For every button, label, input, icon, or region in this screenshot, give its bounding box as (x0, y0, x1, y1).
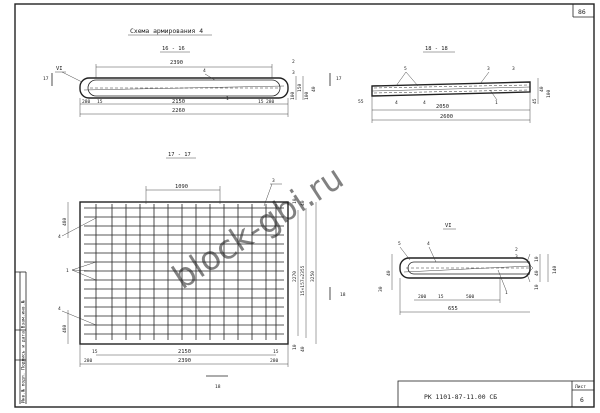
dim-VI-200: 200 (418, 294, 427, 300)
dim-17-2390: 2390 (178, 358, 191, 364)
callout-VI-2: 2 (515, 247, 518, 253)
callout-17-left: 17 (43, 76, 49, 82)
dim-17-3250: 3250 (310, 271, 316, 282)
callout-17-18-right: 18 (340, 292, 346, 298)
dim-17-15x157: 15×157=2355 (300, 265, 306, 296)
detail-VI-outline (399, 257, 531, 279)
sheet-label: Лист (575, 384, 586, 390)
dim-17-left-480-top: 480 (62, 217, 68, 226)
dim-17-1090: 1090 (175, 184, 188, 190)
title-block: РК 1101-87-11.00 СБ Лист 6 (397, 380, 595, 408)
dim-VI-10-top: 10 (534, 256, 540, 262)
dim-18-45: 45 (532, 98, 538, 104)
callout-18-3b: 3 (512, 66, 515, 72)
dim-16-h1: 100 (290, 91, 296, 100)
section-18-title: 18 - 18 (425, 46, 448, 52)
dim-VI-30: 30 (378, 286, 384, 292)
callout-17-3: 3 (272, 178, 275, 184)
dim-VI-10-bottom: 10 (534, 284, 540, 290)
dim-16-top: 2390 (170, 60, 183, 66)
callout-17-4-top: 4 (58, 234, 61, 240)
dim-VI-500: 500 (466, 294, 475, 300)
dim-17-r-t2: 40 (300, 200, 306, 206)
side-stamp: Инв.№ подл. Подпись и дата Взам.инв.№ (15, 271, 27, 404)
dim-18-55: 55 (358, 99, 364, 105)
dim-18-2600: 2600 (440, 114, 453, 120)
callout-18-3a: 3 (487, 66, 490, 72)
section-17-17: 17 - 17 (58, 152, 346, 390)
detail-VI-title: VI (445, 223, 452, 229)
page-number: 86 (578, 8, 586, 16)
callout-VI: VI (56, 66, 63, 72)
side-stamp-text: Инв.№ подл. Подпись и дата Взам.инв.№ (21, 300, 27, 403)
dim-16-h3: 100 (304, 91, 310, 100)
dim-VI-15: 15 (438, 294, 444, 300)
section-16-16: 16 - 16 2390 280 15 2150 15 280 2260 100… (43, 46, 342, 117)
detail-VI: VI 5 4 1 2 3 200 15 500 655 30 40 10 4 (378, 223, 558, 315)
dim-16-left-cover: 280 (82, 99, 91, 105)
dim-17-r-t1: 10 (292, 198, 298, 204)
dim-VI-40: 40 (386, 270, 392, 276)
callout-1: 1 (226, 96, 229, 102)
panel-17-outline (79, 201, 289, 345)
drawing-code: РК 1101-87-11.00 СБ (424, 393, 497, 401)
dim-VI-40-right: 40 (534, 270, 540, 276)
callout-17-18-bottom: 18 (215, 384, 221, 390)
callout-VI-4: 4 (427, 241, 430, 247)
dim-17-small-left: 15 (92, 349, 98, 355)
dim-16-bottom: 2150 (172, 99, 185, 105)
section-17-title: 17 - 17 (168, 152, 191, 158)
sheet-number: 6 (580, 396, 584, 404)
callout-3: 3 (292, 70, 295, 76)
dim-16-h4: 40 (311, 86, 317, 92)
callout-17-4-bottom: 4 (58, 306, 61, 312)
dim-VI-140: 140 (552, 265, 558, 274)
dim-17-left-480-bottom: 480 (62, 324, 68, 333)
callout-18-4b: 4 (423, 100, 426, 106)
dim-16-h2: 150 (297, 83, 303, 92)
callout-18-4a: 4 (395, 100, 398, 106)
dim-18-40: 40 (539, 86, 545, 92)
dim-18-2050: 2050 (436, 104, 449, 110)
callout-17-1: 1 (66, 268, 69, 274)
scheme-title: Схема армирования 4 (130, 27, 203, 35)
dim-16-overall: 2260 (172, 108, 185, 114)
callout-17-right: 17 (336, 76, 342, 82)
vertical-bars (95, 204, 277, 340)
watermark: block-gbi.ru (165, 158, 350, 297)
dim-17-small-right: 15 (273, 349, 279, 355)
dim-VI-655: 655 (448, 306, 458, 312)
section-16-title: 16 - 16 (162, 46, 185, 52)
dim-16-left-small: 15 (97, 99, 103, 105)
dim-17-r-b2: 40 (300, 346, 306, 352)
horizontal-bars (84, 207, 284, 335)
dim-16-right-cover: 280 (266, 99, 275, 105)
callout-4: 4 (203, 68, 206, 74)
dim-17-b-left: 280 (84, 358, 93, 364)
panel-16-outline (79, 77, 289, 99)
callout-VI-3: 3 (515, 254, 518, 260)
section-18-18: 18 - 18 5 4 3 3 4 1 2050 2600 55 45 40 1… (358, 46, 552, 123)
dim-17-b-right: 280 (270, 358, 279, 364)
dim-17-2270: 2270 (292, 271, 298, 282)
callout-2: 2 (292, 59, 295, 65)
sheet-frame (14, 3, 595, 408)
callout-18-5: 5 (404, 66, 407, 72)
dim-17-r-b1: 10 (292, 344, 298, 350)
callout-VI-1: 1 (505, 290, 508, 296)
callout-VI-5: 5 (398, 241, 401, 247)
callout-18-1: 1 (495, 100, 498, 106)
dim-18-100: 100 (546, 89, 552, 98)
dim-16-right-small: 15 (258, 99, 264, 105)
dim-17-2150: 2150 (178, 349, 191, 355)
